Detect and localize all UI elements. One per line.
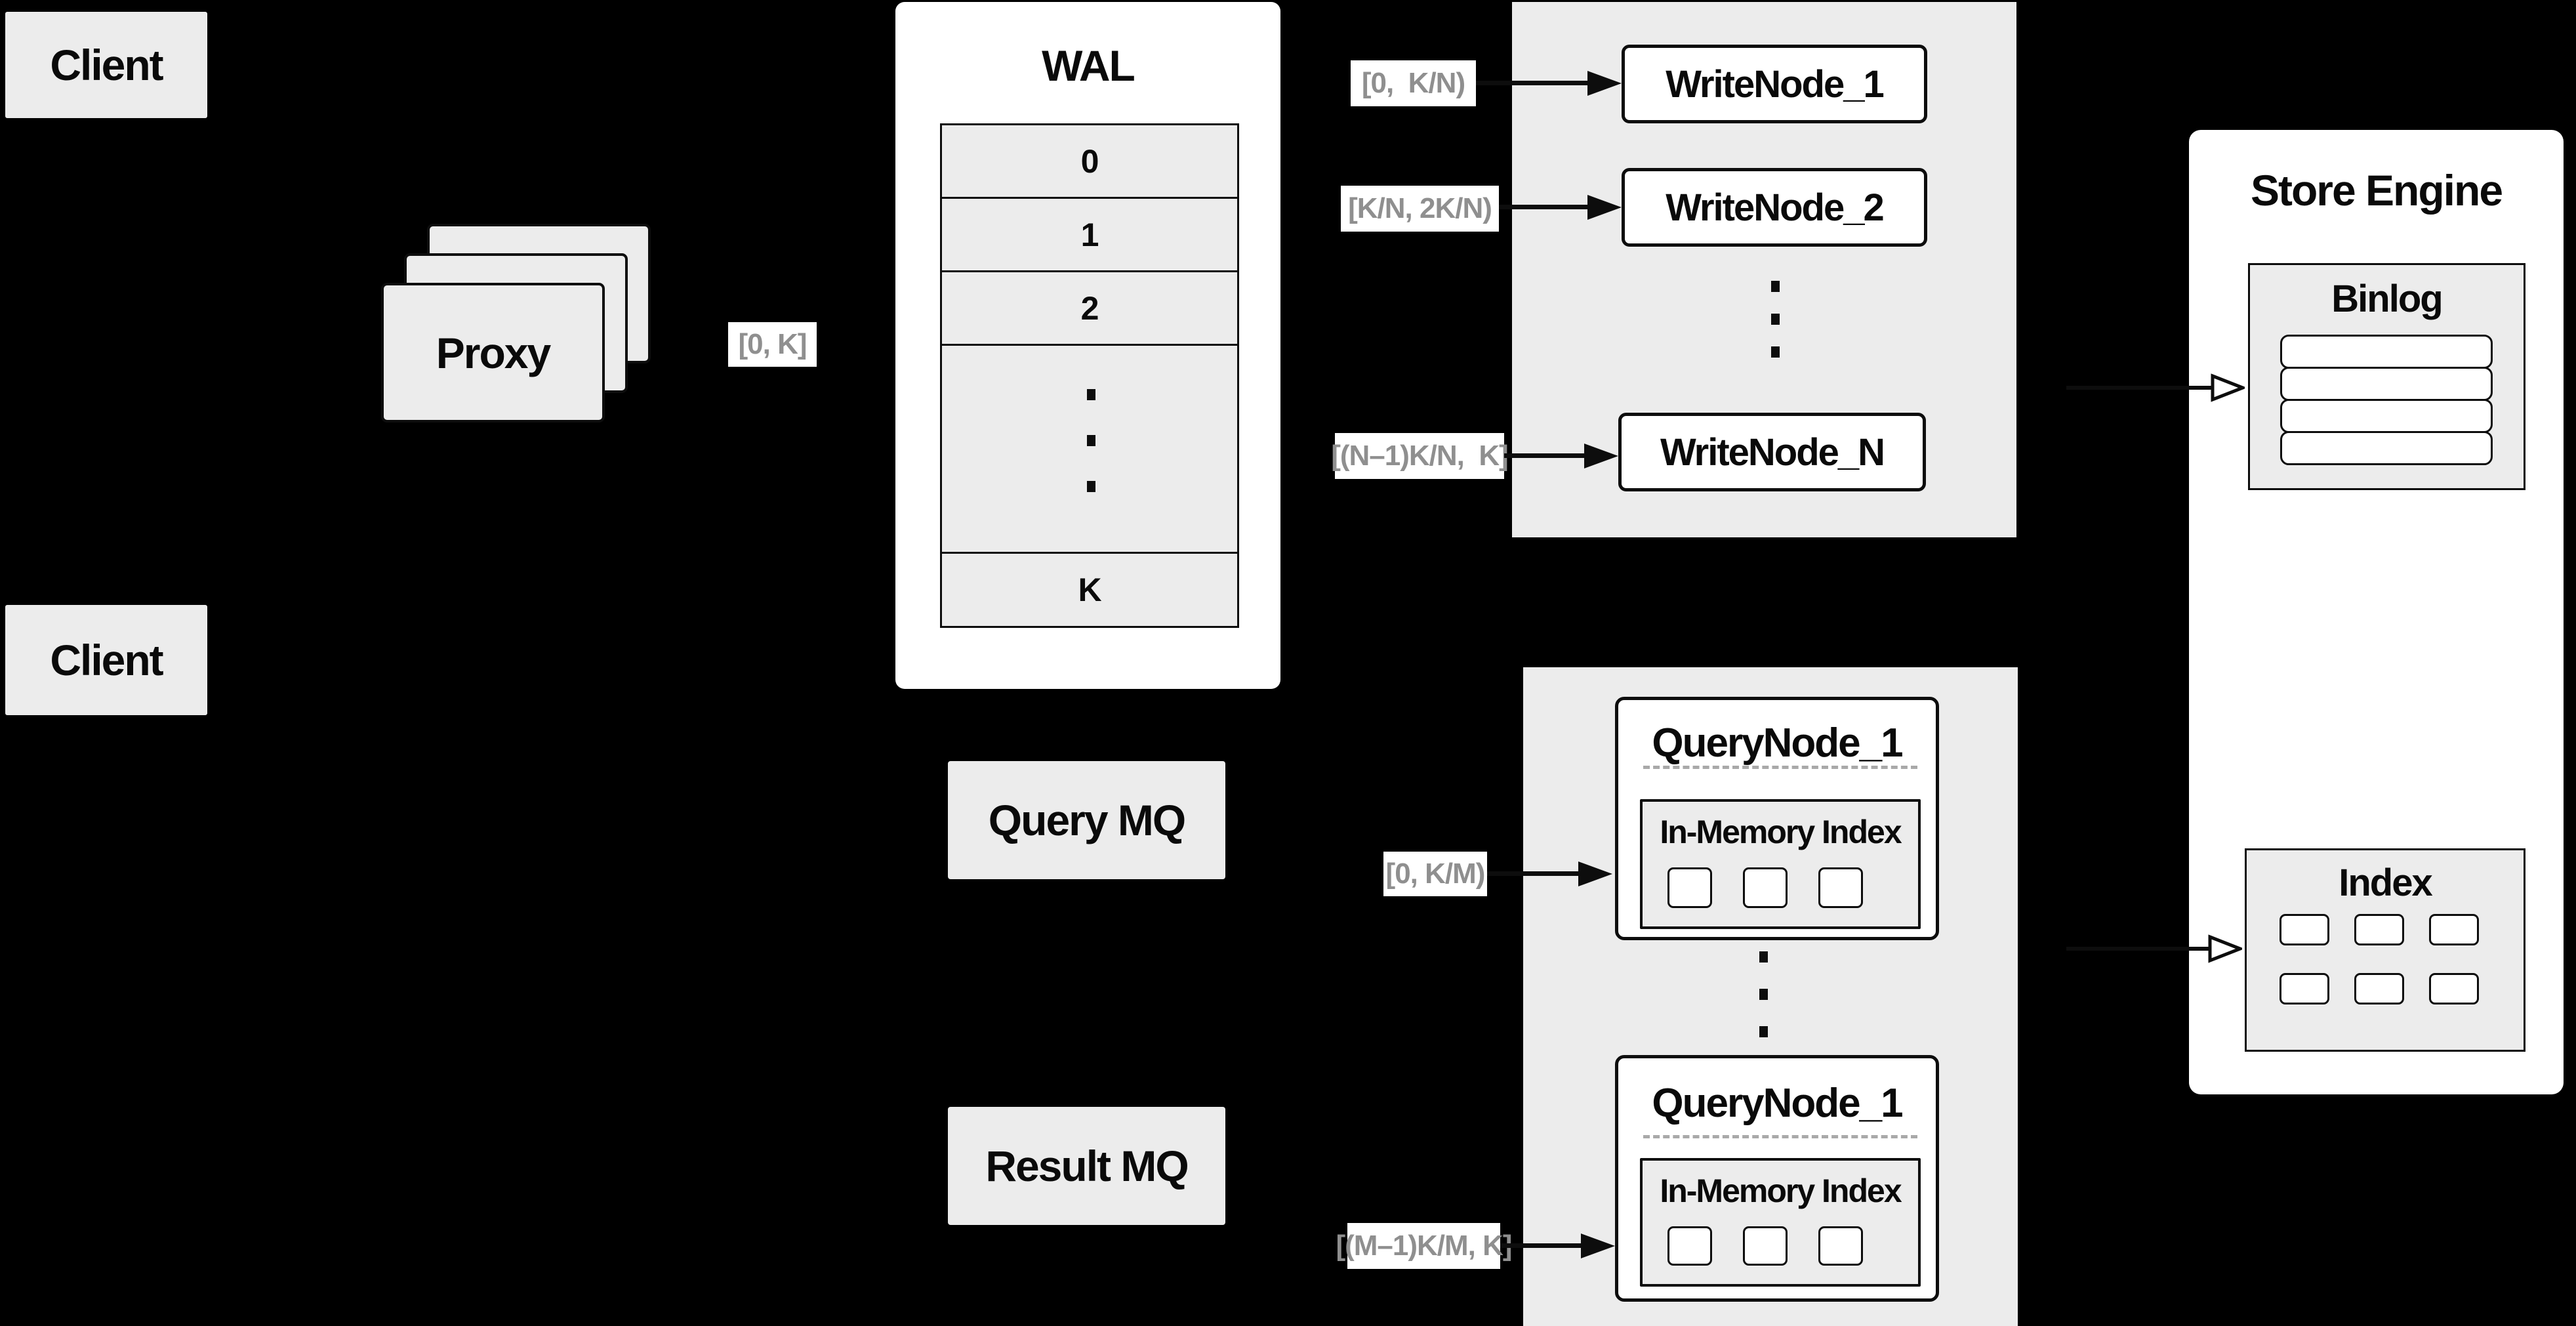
index-square bbox=[2429, 914, 2479, 945]
range-label-write-n: [(N–1)K/N, K] bbox=[1331, 433, 1509, 479]
index-square bbox=[2280, 914, 2329, 945]
writenode-2-box: WriteNode_2 bbox=[1622, 168, 1927, 247]
binlog-row bbox=[2280, 399, 2493, 433]
arrow-line-to-writenode-n bbox=[1504, 453, 1585, 458]
binlog-box: Binlog bbox=[2248, 263, 2525, 490]
index-title: Index bbox=[2339, 861, 2433, 904]
arrow-line-to-querynode-top bbox=[1487, 871, 1582, 876]
ellipsis-dot bbox=[1771, 281, 1780, 292]
segment-square bbox=[1743, 1226, 1788, 1266]
binlog-title: Binlog bbox=[2331, 277, 2443, 320]
binlog-row bbox=[2280, 367, 2493, 401]
querynode-top-box: QueryNode_1 In-Memory Index bbox=[1615, 697, 1939, 940]
range-label-write-2: [K/N, 2K/N) bbox=[1341, 186, 1499, 232]
ellipsis-dot bbox=[1087, 435, 1095, 446]
arrowhead-to-writenode-1 bbox=[1587, 71, 1622, 96]
store-engine-title: Store Engine bbox=[2250, 166, 2503, 215]
ellipsis-dot bbox=[1771, 346, 1780, 358]
ellipsis-dot bbox=[1759, 1026, 1768, 1037]
wal-row-k: K bbox=[940, 552, 1239, 628]
index-square bbox=[2280, 973, 2329, 1005]
ellipsis-dot bbox=[1087, 389, 1095, 400]
querynode-bottom-divider bbox=[1643, 1135, 1917, 1138]
querynode-bottom-box: QueryNode_1 In-Memory Index bbox=[1615, 1055, 1939, 1302]
segment-square bbox=[1743, 867, 1788, 908]
arrow-line-to-index bbox=[2066, 947, 2212, 951]
segment-square bbox=[1667, 1226, 1712, 1266]
querynode-bottom-title: QueryNode_1 bbox=[1652, 1080, 1903, 1126]
wal-row-2: 2 bbox=[940, 270, 1239, 346]
query-mq-box: Query MQ bbox=[948, 761, 1225, 879]
arrow-line-to-querynode-bottom bbox=[1500, 1243, 1586, 1248]
arrow-line-to-writenode-2 bbox=[1499, 205, 1589, 209]
ellipsis-dot bbox=[1759, 989, 1768, 1000]
binlog-row bbox=[2280, 431, 2493, 465]
querynode-top-inmemory-box: In-Memory Index bbox=[1640, 799, 1921, 929]
arrowhead-to-querynode-top bbox=[1578, 861, 1612, 886]
hollow-arrowhead-to-index bbox=[2208, 934, 2242, 963]
index-square bbox=[2354, 914, 2404, 945]
hollow-arrowhead-to-binlog bbox=[2211, 373, 2245, 402]
in-memory-index-title: In-Memory Index bbox=[1660, 814, 1902, 850]
arrowhead-to-writenode-2 bbox=[1587, 195, 1622, 220]
ellipsis-dot bbox=[1759, 951, 1768, 963]
range-label-query-bottom: [(M–1)K/M, K] bbox=[1336, 1223, 1513, 1269]
proxy-card-front: Proxy bbox=[381, 283, 605, 423]
segment-square bbox=[1818, 867, 1863, 908]
arrowhead-to-querynode-bottom bbox=[1581, 1233, 1615, 1258]
writenode-1-box: WriteNode_1 bbox=[1622, 45, 1927, 123]
ellipsis-dot bbox=[1771, 314, 1780, 325]
range-label-proxy-to-wal: [0, K] bbox=[728, 322, 817, 367]
store-engine-box: Store Engine Binlog Index bbox=[2189, 130, 2564, 1094]
querynode-bottom-inmemory-box: In-Memory Index bbox=[1640, 1158, 1921, 1287]
segment-square bbox=[1667, 867, 1712, 908]
querynode-top-divider bbox=[1643, 766, 1917, 769]
result-mq-box: Result MQ bbox=[948, 1107, 1225, 1225]
segment-square bbox=[1818, 1226, 1863, 1266]
range-label-write-1: [0, K/N) bbox=[1351, 60, 1476, 106]
arrow-line-to-writenode-1 bbox=[1476, 81, 1589, 85]
wal-title: WAL bbox=[1042, 41, 1135, 90]
wal-row-1: 1 bbox=[940, 197, 1239, 272]
index-square bbox=[2354, 973, 2404, 1005]
arrowhead-to-writenode-n bbox=[1584, 444, 1618, 468]
client-top-box: Client bbox=[5, 12, 207, 118]
index-square bbox=[2429, 973, 2479, 1005]
client-bottom-box: Client bbox=[5, 605, 207, 715]
index-box: Index bbox=[2245, 848, 2525, 1052]
range-label-query-top: [0, K/M) bbox=[1383, 852, 1487, 896]
querynode-top-title: QueryNode_1 bbox=[1652, 720, 1903, 766]
wal-row-ellipsis bbox=[940, 344, 1239, 554]
wal-row-0: 0 bbox=[940, 123, 1239, 199]
ellipsis-dot bbox=[1087, 481, 1095, 492]
binlog-row bbox=[2280, 335, 2493, 369]
writenode-n-box: WriteNode_N bbox=[1618, 413, 1926, 491]
arrow-line-to-binlog bbox=[2066, 386, 2214, 390]
in-memory-index-title: In-Memory Index bbox=[1660, 1172, 1902, 1209]
